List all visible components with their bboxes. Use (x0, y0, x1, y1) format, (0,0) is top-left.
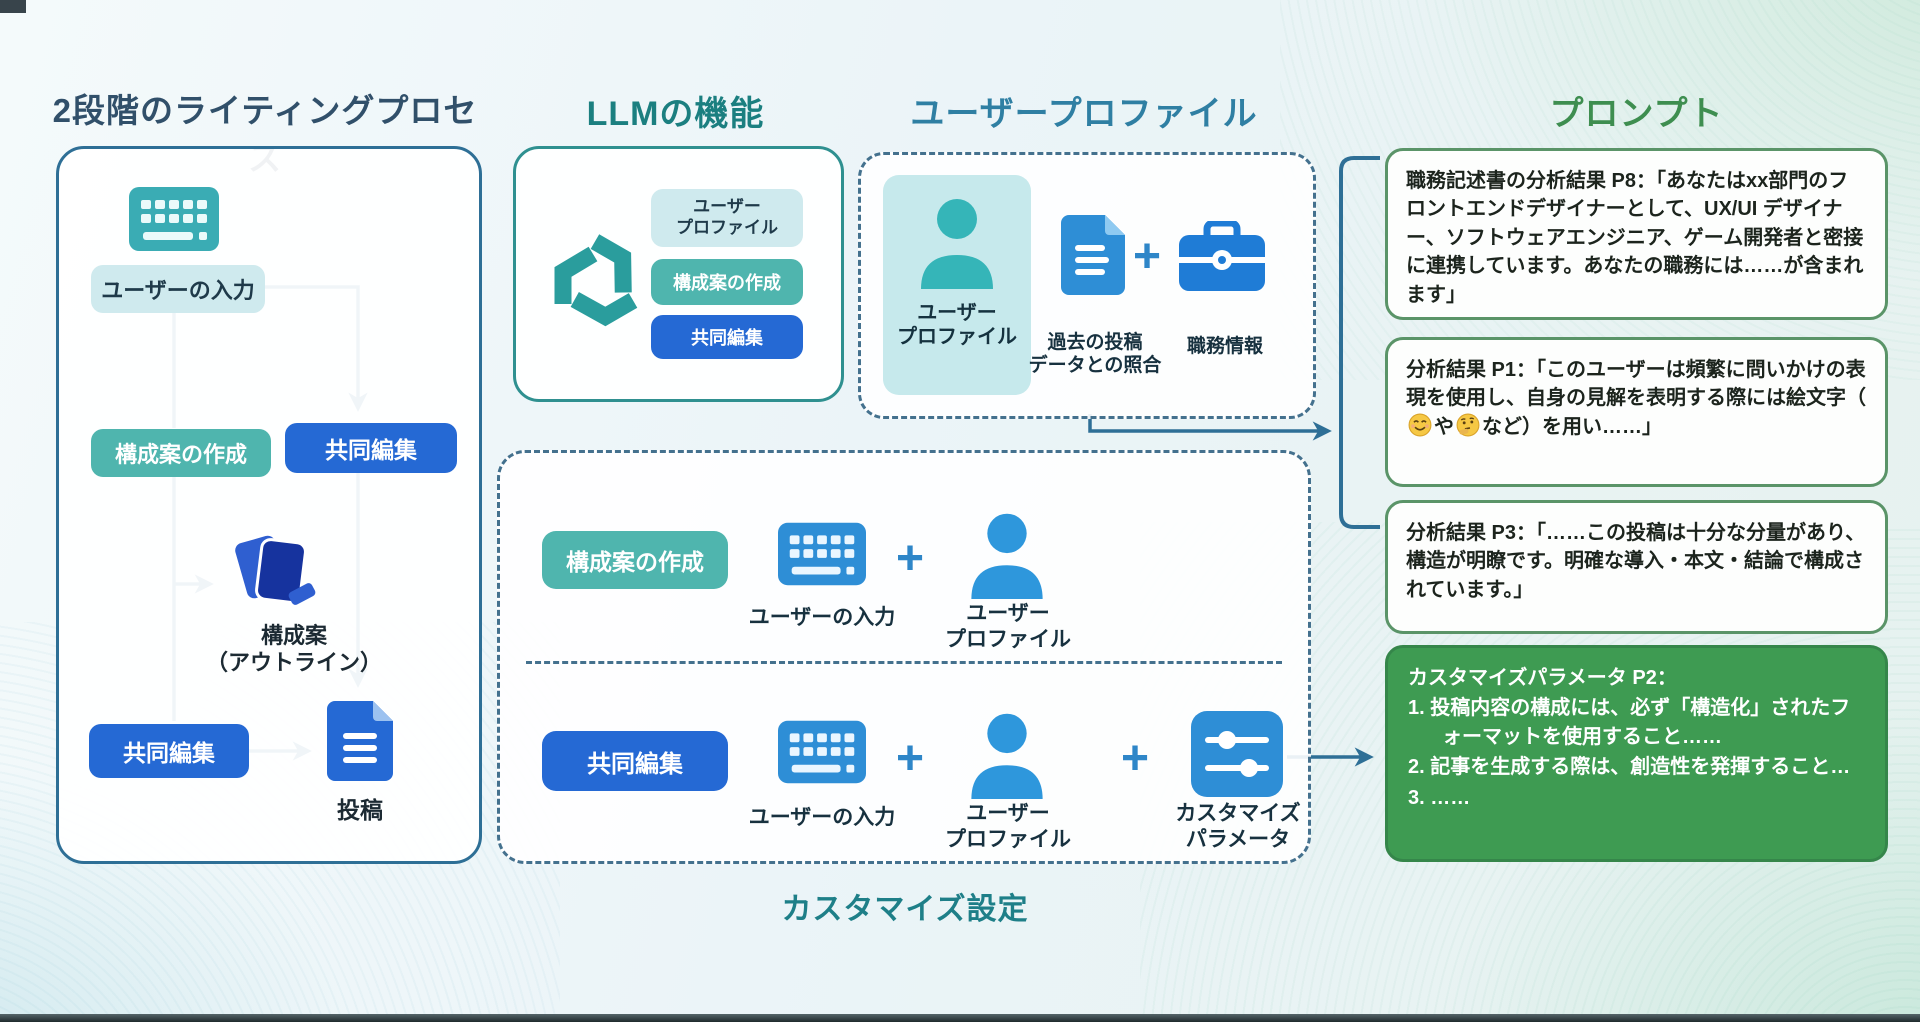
sliders-icon (1191, 711, 1283, 797)
row-divider (526, 661, 1282, 664)
keyboard-icon-blue (778, 720, 866, 784)
plus-sign: + (896, 532, 925, 585)
node-user-input: ユーザーの入力 (91, 265, 265, 313)
person-icon-blue (971, 713, 1043, 799)
post-label: 投稿 (337, 797, 383, 823)
node-co-edit: 共同編集 (285, 423, 457, 473)
smiling-face-emoji-icon (1408, 413, 1432, 437)
person-icon-teal (921, 199, 993, 289)
past-posts-document-icon (1061, 215, 1125, 295)
custom-row1-outline-pill: 構成案の作成 (542, 531, 728, 589)
past-posts-label: 過去の投稿 データとの照合 (1028, 332, 1162, 377)
row1-user-profile-label: ユーザー プロファイル (945, 602, 1071, 651)
prompt-box-p1: 分析結果 P1：「このユーザーは頻繁に問いかけの表現を使用し、自身の見解を表明す… (1385, 337, 1888, 487)
p2-item: 3. …… (1408, 786, 1471, 809)
llm-logo-icon (554, 234, 638, 327)
outline-artifact-label: 構成案 （アウトライン） (205, 623, 382, 675)
plus-sign: + (896, 732, 925, 785)
section-title-user-profile: ユーザープロファイル (910, 95, 1258, 133)
llm-badge-user-profile: ユーザー プロファイル (651, 189, 803, 247)
p1-text-part: や (1434, 415, 1454, 438)
row1-user-input-label: ユーザーの入力 (748, 606, 896, 629)
p2-item: 2. 記事を生成する際は、創造性を発揮すること… (1408, 756, 1851, 779)
section-title-prompt: プロンプト (1549, 95, 1724, 133)
node-co-edit-2: 共同編集 (89, 724, 249, 778)
prompt-box-p2-custom-params: カスタマイズパラメータ P2： 1. 投稿内容の構成には、必ず「構造化」されたフ… (1385, 645, 1888, 862)
bottom-dark-bar (0, 1014, 1920, 1022)
user-profile-card-label: ユーザー プロファイル (897, 302, 1017, 349)
llm-badge-outline: 構成案の作成 (651, 259, 803, 305)
outline-cards-icon (232, 532, 316, 605)
plus-sign: + (1133, 230, 1162, 283)
llm-functions-panel: ユーザー プロファイル 構成案の作成 共同編集 (513, 146, 844, 402)
prompt-box-p8: 職務記述書の分析結果 P8：「あなたはxx部門のフロントエンドデザイナーとして、… (1385, 148, 1888, 320)
custom-param-label: カスタマイズ パラメータ (1175, 802, 1301, 851)
writing-process-panel: ユーザーの入力 構成案の作成 共同編集 構成案 （アウトライン） 共同編集 投稿 (56, 146, 482, 864)
person-icon-blue (971, 513, 1043, 599)
briefcase-icon (1179, 221, 1265, 291)
prompt-box-p3: 分析結果 P3：「……この投稿は十分な分量があり、構造が明瞭です。明確な導入・本… (1385, 500, 1888, 634)
keyboard-icon-blue (778, 522, 866, 586)
customize-settings-label: カスタマイズ設定 (781, 893, 1029, 926)
llm-badge-co-edit: 共同編集 (651, 315, 803, 359)
row2-user-profile-label: ユーザー プロファイル (945, 802, 1071, 851)
job-info-label: 職務情報 (1186, 336, 1263, 357)
p2-title: カスタマイズパラメータ P2： (1408, 667, 1677, 689)
p1-text-part: 分析結果 P1：「このユーザーは頻繁に問いかけの表現を使用し、自身の見解を表明す… (1406, 359, 1866, 410)
section-title-llm-functions: LLMの機能 (586, 95, 765, 133)
keyboard-icon (129, 187, 219, 251)
row2-user-input-label: ユーザーの入力 (748, 806, 896, 829)
thinking-face-emoji-icon (1456, 413, 1480, 437)
customize-settings-panel: 構成案の作成 ユーザーの入力 + ユーザー プロファイル 共同編集 (497, 450, 1311, 864)
custom-row2-coedit-pill: 共同編集 (542, 731, 728, 791)
user-profile-panel: ユーザー プロファイル + 過去の投稿 データとの照合 職務情報 (858, 152, 1316, 419)
post-document-icon (327, 701, 393, 781)
node-outline-create: 構成案の作成 (91, 429, 271, 477)
p2-item: 1. 投稿内容の構成には、必ず「構造化」されたフォーマットを使用すること…… (1408, 697, 1851, 748)
p1-text-part: など）を用い……」 (1482, 415, 1662, 438)
prompt-group-bracket (1339, 156, 1380, 529)
corner-artifact (0, 0, 26, 13)
plus-sign: + (1121, 732, 1150, 785)
user-profile-card: ユーザー プロファイル (883, 175, 1031, 395)
